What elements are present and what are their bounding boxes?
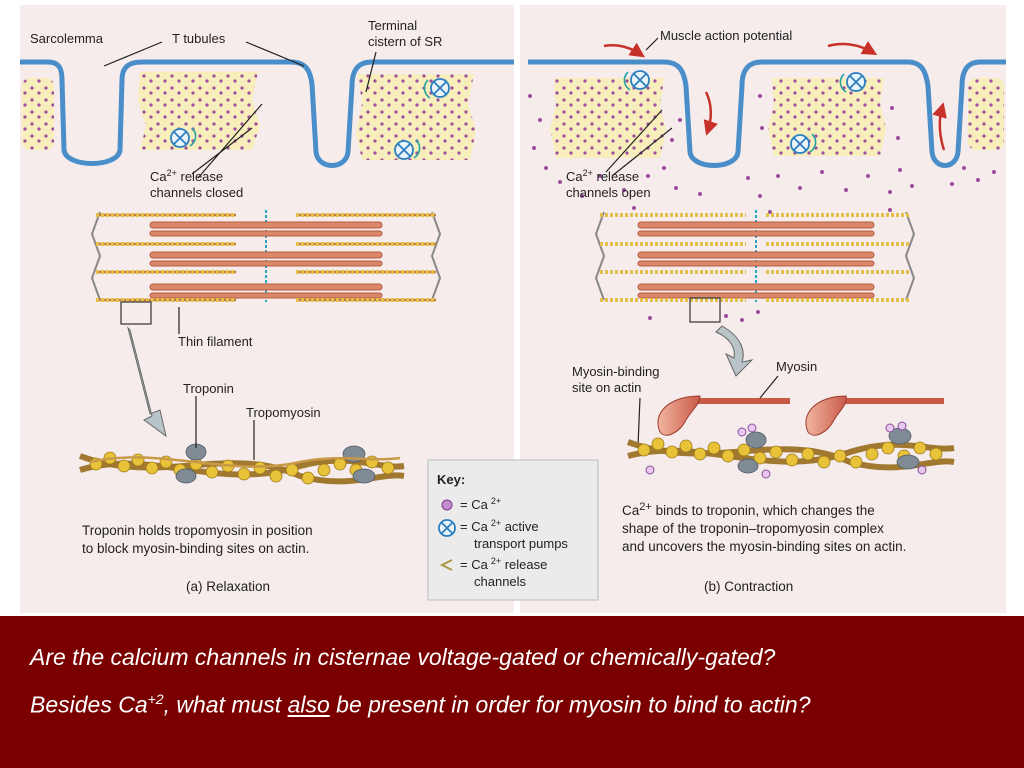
contraction-caption-3: and uncovers the myosin-binding sites on…	[622, 539, 906, 554]
sarcolemma	[20, 59, 514, 168]
pump-icon	[839, 72, 866, 93]
released-calcium	[528, 94, 996, 322]
release-channel-icon	[439, 559, 453, 571]
terminal-cistern-label: Terminal	[368, 18, 417, 33]
panel-a-title: (a) Relaxation	[186, 579, 270, 594]
ca-channels-closed-label: Ca2+ release	[150, 168, 223, 184]
sarcolemma	[528, 59, 1006, 168]
question-2-emphasis: also	[287, 691, 330, 718]
myosin-binding-site-label: Myosin-binding	[572, 364, 659, 379]
muscle-contraction-diagram: Sarcolemma T tubules Terminal cistern of…	[20, 5, 1006, 613]
contraction-caption-2: shape of the troponin–tropomyosin comple…	[622, 521, 884, 536]
panel-b: Muscle action potential Ca2+ release cha…	[528, 28, 1006, 594]
action-potential-arrow	[932, 102, 947, 151]
panel-a: Sarcolemma T tubules Terminal cistern of…	[20, 18, 514, 594]
tropomyosin-label: Tropomyosin	[246, 405, 321, 420]
terminal-cistern-label-2: cistern of SR	[368, 34, 442, 49]
relaxation-caption-1: Troponin holds tropomyosin in position	[82, 523, 313, 538]
relaxation-caption-2: to block myosin-binding sites on actin.	[82, 541, 309, 556]
action-potential-arrow	[703, 91, 718, 136]
panel-b-title: (b) Contraction	[704, 579, 793, 594]
troponin-label: Troponin	[183, 381, 234, 396]
pump-icon	[394, 139, 421, 160]
contraction-caption-1: Ca2+ binds to troponin, which changes th…	[622, 501, 875, 518]
zoom-box	[689, 297, 721, 323]
action-potential-label: Muscle action potential	[660, 28, 792, 43]
thin-filament-relaxed	[78, 443, 405, 485]
calcium-icon	[441, 499, 453, 511]
question-panel: Are the calcium channels in cisternae vo…	[0, 616, 1024, 768]
sarcomere-contracted	[594, 210, 916, 302]
key-title: Key:	[437, 472, 465, 487]
action-potential-arrow	[603, 42, 645, 58]
action-potential-arrow	[827, 41, 878, 55]
sarcolemma-label: Sarcolemma	[30, 31, 104, 46]
question-1: Are the calcium channels in cisternae vo…	[30, 644, 776, 670]
question-2-part-c: be present in order for myosin to bind t…	[329, 691, 811, 718]
sarcomere-relaxed	[90, 210, 442, 302]
key-item-pump-2: transport pumps	[474, 536, 568, 551]
thin-filament-contracted	[626, 421, 955, 479]
ca-channels-closed-label-2: channels closed	[150, 185, 243, 200]
myosin	[657, 395, 944, 436]
pump-icon	[623, 70, 650, 91]
ca-channels-open-label: Ca2+ release	[566, 168, 639, 184]
question-2: Besides Ca+2, what must also be present …	[30, 686, 990, 718]
pump-icon	[438, 519, 456, 537]
key-item-channel-2: channels	[474, 574, 527, 589]
zoom-arrow	[715, 325, 754, 377]
myosin-label: Myosin	[776, 359, 817, 374]
zoom-arrow	[127, 326, 167, 438]
pump-icon	[170, 127, 197, 148]
pump-icon	[790, 133, 817, 154]
question-2-superscript: +2	[147, 691, 164, 707]
t-tubules-label: T tubules	[172, 31, 226, 46]
pump-icon	[423, 78, 450, 99]
myosin-binding-site-label-2: site on actin	[572, 380, 641, 395]
thin-filament-label: Thin filament	[178, 334, 253, 349]
question-2-part-a: Besides Ca	[30, 691, 148, 718]
ca-channels-open-label-2: channels open	[566, 185, 651, 200]
zoom-box	[120, 301, 152, 325]
question-2-part-b: , what must	[163, 691, 288, 718]
